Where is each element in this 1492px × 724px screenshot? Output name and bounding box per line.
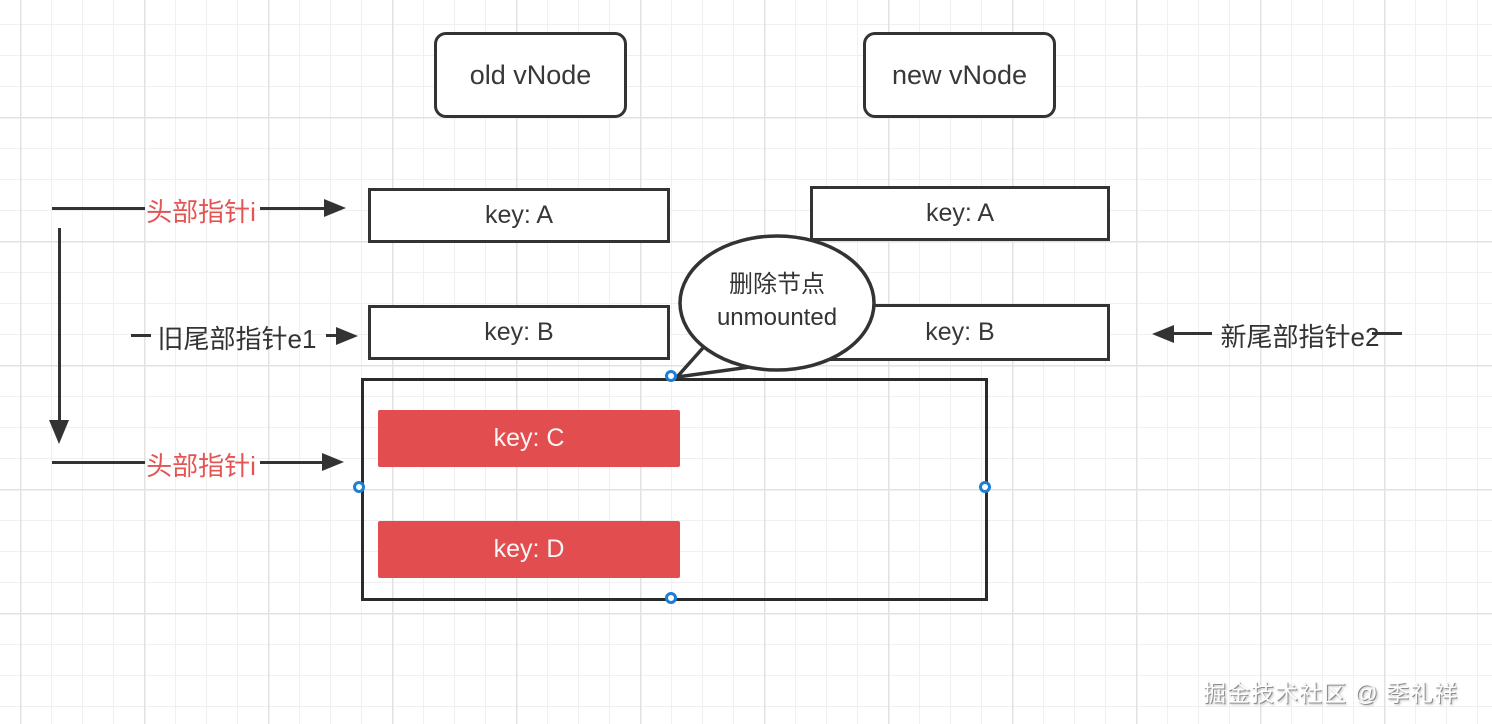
speech-bubble-text: 删除节点 unmounted <box>677 268 877 334</box>
removed-node-key-c: key: C <box>378 410 680 467</box>
old-vnode-header-label: old vNode <box>469 59 592 90</box>
arrowhead-right-icon <box>336 327 358 345</box>
old-node-key-b-label: key: B <box>484 318 554 346</box>
old-node-key-b: key: B <box>368 305 670 360</box>
down-arrow-line <box>58 228 61 420</box>
new-node-key-a: key: A <box>810 186 1110 241</box>
selection-handle-left[interactable] <box>353 481 365 493</box>
selection-handle-top[interactable] <box>665 370 677 382</box>
speech-bubble-body <box>678 234 876 372</box>
new-node-key-b-label: key: B <box>925 318 995 346</box>
old-tail-pointer-label: 旧尾部指针e1 <box>157 324 317 354</box>
new-tail-pointer-line <box>1174 332 1212 335</box>
arrowhead-down-icon <box>49 420 69 444</box>
selection-handle-right[interactable] <box>979 481 991 493</box>
old-vnode-header: old vNode <box>434 32 627 118</box>
old-tail-pointer-dash <box>131 334 151 337</box>
head-pointer-top-line-left <box>52 207 145 210</box>
head-pointer-bottom-line-right <box>260 461 322 464</box>
old-node-key-a: key: A <box>368 188 670 243</box>
new-vnode-header-label: new vNode <box>891 59 1028 90</box>
speech-bubble-line2: unmounted <box>716 304 838 331</box>
arrowhead-left-icon <box>1152 325 1174 343</box>
head-pointer-top-line-right <box>260 207 324 210</box>
new-vnode-header: new vNode <box>863 32 1056 118</box>
selection-handle-bottom[interactable] <box>665 592 677 604</box>
removed-node-key-d-label: key: D <box>493 535 565 563</box>
old-node-key-a-label: key: A <box>484 201 554 229</box>
watermark: 掘金技术社区 @ 季礼祥 <box>1203 680 1459 706</box>
new-tail-pointer-label: 新尾部指针e2 <box>1220 322 1380 352</box>
speech-bubble-line1: 删除节点 <box>729 271 825 298</box>
removed-node-key-d: key: D <box>378 521 680 578</box>
new-tail-pointer-dash <box>1372 332 1402 335</box>
arrowhead-right-icon <box>324 199 346 217</box>
head-pointer-bottom-label: 头部指针i <box>146 451 256 481</box>
speech-bubble <box>675 234 876 379</box>
head-pointer-bottom-line-left <box>52 461 145 464</box>
arrowhead-right-icon <box>322 453 344 471</box>
new-node-key-a-label: key: A <box>925 199 995 227</box>
old-tail-pointer-line <box>326 334 338 337</box>
removed-node-key-c-label: key: C <box>493 424 565 452</box>
head-pointer-top-label: 头部指针i <box>146 197 256 227</box>
